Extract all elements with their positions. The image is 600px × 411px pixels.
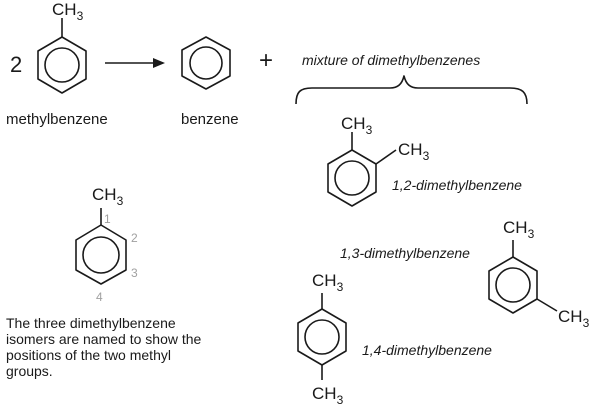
methyl-text: CH bbox=[92, 185, 117, 204]
meta-isomer-label: 1,3-dimethylbenzene bbox=[340, 245, 470, 261]
methyl-subscript: 3 bbox=[365, 123, 373, 137]
methyl-group-label: CH3 bbox=[312, 271, 344, 294]
methyl-subscript: 3 bbox=[336, 280, 344, 294]
para-isomer-label: 1,4-dimethylbenzene bbox=[362, 342, 492, 358]
methyl-group-label: CH3 bbox=[558, 307, 590, 330]
methyl-subscript: 3 bbox=[582, 316, 590, 330]
position-number: 1 bbox=[104, 212, 111, 226]
methyl-text: CH bbox=[312, 384, 337, 403]
meta-isomer-structure bbox=[488, 240, 558, 314]
position-number: 2 bbox=[131, 231, 138, 245]
methyl-group-label: CH3 bbox=[92, 185, 124, 208]
para-isomer-structure bbox=[297, 293, 347, 380]
methyl-subscript: 3 bbox=[76, 9, 84, 23]
plus-sign: + bbox=[259, 47, 274, 74]
mixture-label: mixture of dimethylbenzenes bbox=[302, 52, 481, 68]
methyl-group-label: CH3 bbox=[398, 140, 430, 163]
methyl-group-label: CH3 bbox=[503, 218, 535, 241]
methyl-text: CH bbox=[503, 218, 528, 237]
methyl-text: CH bbox=[312, 271, 337, 290]
methyl-subscript: 3 bbox=[527, 227, 535, 241]
ortho-isomer-label: 1,2-dimethylbenzene bbox=[392, 177, 522, 193]
position-number: 3 bbox=[131, 266, 138, 280]
position-number: 4 bbox=[96, 290, 103, 304]
methyl-group-label: CH3 bbox=[341, 114, 373, 137]
methyl-group-label: CH3 bbox=[52, 0, 84, 23]
numbered-ring-structure bbox=[75, 208, 127, 285]
methyl-subscript: 3 bbox=[116, 194, 124, 208]
methyl-text: CH bbox=[558, 307, 583, 326]
methyl-subscript: 3 bbox=[336, 393, 344, 407]
methyl-group-label: CH3 bbox=[312, 384, 344, 407]
product-label: benzene bbox=[181, 111, 239, 128]
coefficient-label: 2 bbox=[10, 52, 23, 77]
methyl-text: CH bbox=[52, 0, 77, 19]
ortho-isomer-structure bbox=[327, 132, 397, 207]
isomer-naming-note: The three dimethylbenzene isomers are na… bbox=[6, 315, 202, 379]
mixture-brace bbox=[295, 75, 528, 105]
benzene-structure bbox=[181, 36, 231, 90]
methyl-text: CH bbox=[341, 114, 366, 133]
methyl-subscript: 3 bbox=[422, 149, 430, 163]
methyl-text: CH bbox=[398, 140, 423, 159]
reactant-label: methylbenzene bbox=[6, 111, 108, 128]
methylbenzene-structure bbox=[37, 18, 87, 94]
